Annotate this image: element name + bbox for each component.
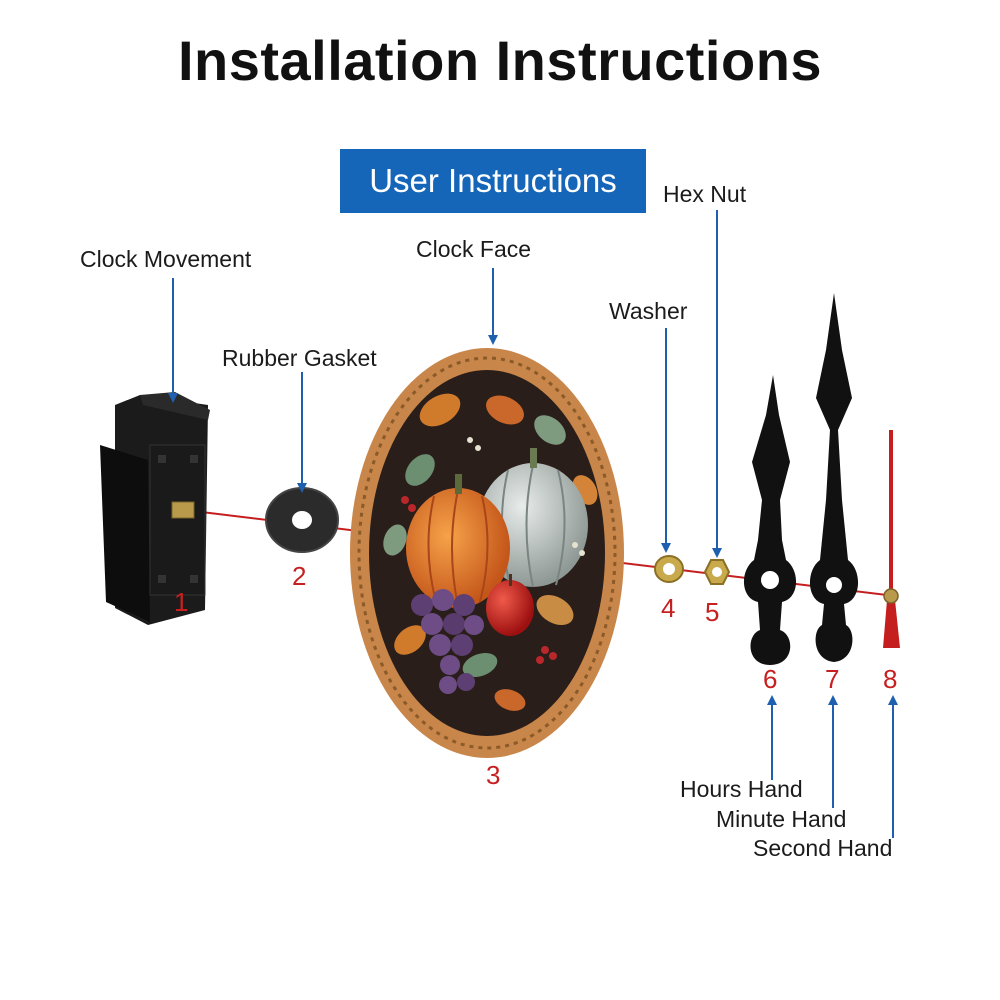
- second-hand-part: [883, 430, 900, 648]
- user-instructions-banner: User Instructions: [340, 149, 646, 213]
- part-number-6: 6: [763, 664, 778, 694]
- clock-face-part: [350, 348, 624, 758]
- clock-movement-part: [100, 392, 210, 625]
- minute-hand-part: [809, 293, 859, 662]
- part-number-8: 8: [883, 664, 898, 694]
- label-clock-movement: Clock Movement: [80, 246, 252, 272]
- part-number-5: 5: [705, 597, 720, 627]
- washer-part: [654, 555, 684, 583]
- label-washer: Washer: [609, 298, 688, 324]
- hex-nut-part: [703, 559, 731, 585]
- label-clock-face: Clock Face: [416, 236, 532, 262]
- label-second-hand: Second Hand: [753, 835, 893, 861]
- part-number-1: 1: [174, 587, 189, 617]
- part-number-7: 7: [825, 664, 840, 694]
- page-title: Installation Instructions: [177, 29, 823, 92]
- rubber-gasket-part: [265, 487, 339, 553]
- part-number-3: 3: [486, 760, 501, 790]
- grapes-illustration: [411, 589, 484, 694]
- part-number-2: 2: [292, 561, 307, 591]
- label-rubber-gasket: Rubber Gasket: [222, 345, 377, 371]
- label-hex-nut: Hex Nut: [663, 181, 747, 207]
- label-hours-hand: Hours Hand: [680, 776, 803, 802]
- part-number-4: 4: [661, 593, 676, 623]
- callout-arrows: [168, 210, 898, 838]
- label-minute-hand: Minute Hand: [716, 806, 847, 832]
- hours-hand-part: [743, 375, 797, 665]
